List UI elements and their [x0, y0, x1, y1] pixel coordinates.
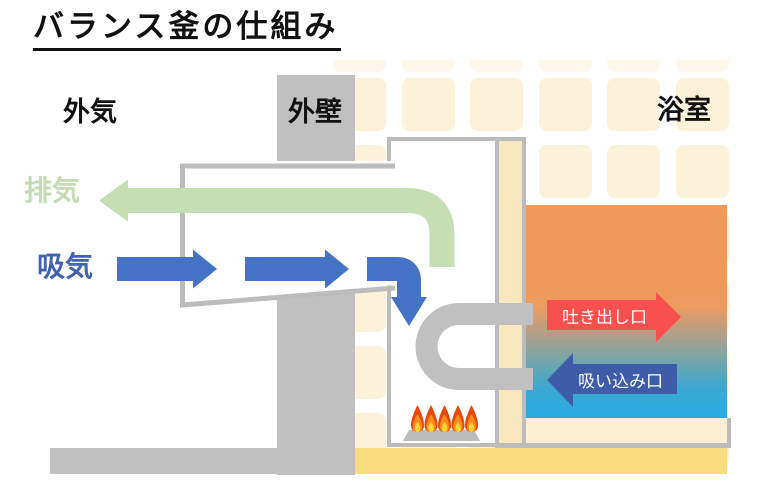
bathtub-base — [526, 418, 727, 444]
tile — [607, 60, 660, 72]
flame-icon — [465, 405, 478, 432]
tile — [607, 145, 660, 198]
tile — [607, 78, 660, 131]
tile — [333, 60, 386, 72]
tub-circulation-arrows: 吐き出し口 吸い込み口 — [547, 292, 681, 407]
tile — [675, 78, 729, 131]
outer-wall-lower-block — [277, 285, 355, 475]
tile — [401, 78, 455, 131]
bathroom-floor — [355, 448, 727, 474]
flame-icon — [424, 405, 438, 432]
outlet-arrow — [547, 292, 681, 342]
tile — [538, 78, 592, 131]
label-intake: 吸気 — [37, 251, 94, 282]
outer-wall-bottom-band — [50, 448, 355, 474]
intake-flow-arrows — [117, 249, 427, 326]
tile-sliver-row — [333, 60, 730, 72]
outlet-arrow-label: 吐き出し口 — [562, 308, 647, 327]
duct-outline — [180, 163, 396, 308]
burner — [403, 405, 480, 441]
flame-icon — [438, 405, 451, 432]
outer-wall-upper-block — [277, 75, 355, 164]
inlet-arrow — [547, 353, 677, 407]
label-outside-air: 外気 — [63, 97, 117, 127]
tile — [470, 78, 523, 131]
intake-arrowhead-icon — [325, 249, 349, 289]
bathroom-wall-panel — [495, 137, 526, 448]
exhaust-arrowhead-icon — [99, 179, 128, 222]
page-title: バランス釜の仕組み — [33, 8, 342, 52]
flame-icon — [411, 405, 424, 432]
inlet-arrow-label: 吸い込み口 — [578, 372, 663, 391]
intake-down-arrowhead-icon — [391, 297, 427, 326]
label-outer-wall: 外壁 — [288, 97, 342, 127]
tile — [675, 145, 729, 198]
burner-base — [403, 430, 480, 441]
tile — [538, 60, 592, 72]
label-exhaust: 排気 — [24, 175, 81, 206]
bathtub-outline-right — [727, 418, 731, 448]
exhaust-flow-arrow — [99, 179, 455, 267]
tile — [470, 60, 523, 72]
tile — [401, 60, 455, 72]
tile — [538, 145, 592, 198]
heat-exchanger-pipe — [415, 303, 533, 390]
flame-icon — [451, 405, 465, 432]
intake-arrowhead-icon — [193, 249, 217, 289]
bathtub-outline-bottom — [495, 443, 731, 448]
label-bathroom: 浴室 — [657, 95, 711, 125]
tile — [675, 60, 729, 72]
